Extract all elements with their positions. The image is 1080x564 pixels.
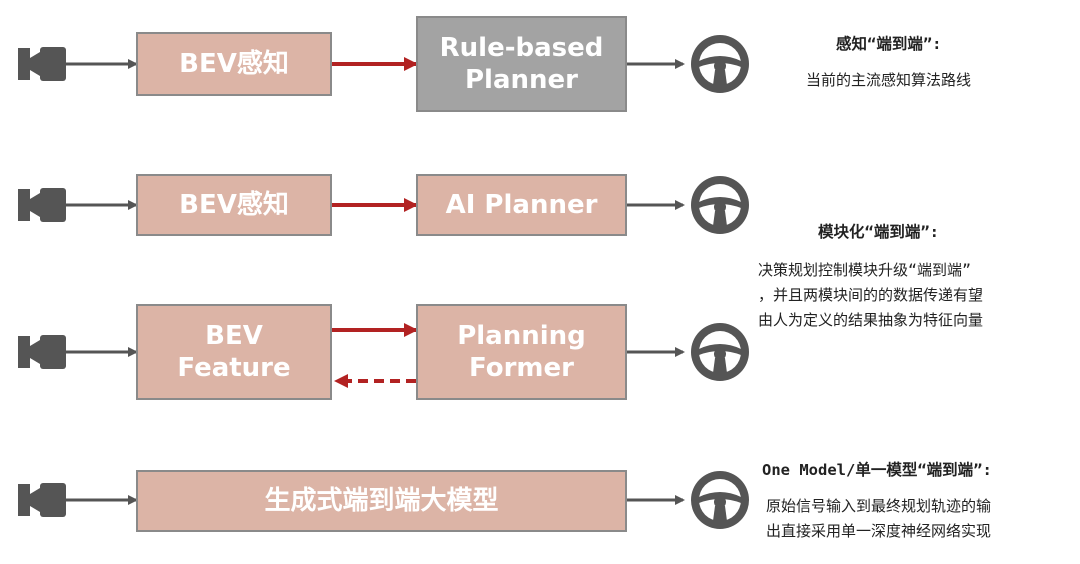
note-line: 出直接采用单一深度神经网络实现 (766, 522, 992, 540)
generative-e2e-model-box: 生成式端到端大模型 (136, 470, 627, 532)
note-line: ，并且两模块间的的数据传递有望 (758, 286, 984, 304)
bev-perception-box: BEV感知 (136, 32, 332, 96)
note-line: 原始信号输入到最终规划轨迹的输 (766, 497, 992, 515)
planning-former-box: Planning Former (416, 304, 627, 400)
note-perception-e2e: 感知“端到端”: (836, 32, 942, 57)
note-line: 决策规划控制模块升级“端到端” (758, 261, 972, 279)
camera-icon (18, 47, 66, 81)
ai-planner-box: AI Planner (416, 174, 627, 236)
steering-wheel-icon (691, 323, 749, 381)
steering-wheel-icon (691, 35, 749, 93)
note-one-model-e2e: One Model/单一模型“端到端”: (762, 458, 992, 483)
steering-wheel-icon (691, 471, 749, 529)
note-line: 当前的主流感知算法路线 (806, 71, 972, 89)
bev-feature-box: BEV Feature (136, 304, 332, 400)
bev-perception-box-2: BEV感知 (136, 174, 332, 236)
note-modular-e2e-body: 决策规划控制模块升级“端到端” ，并且两模块间的的数据传递有望 由人为定义的结果… (758, 258, 983, 333)
note-title: 模块化“端到端”: (818, 223, 939, 241)
camera-icon (18, 335, 66, 369)
note-line: 由人为定义的结果抽象为特征向量 (758, 311, 984, 329)
note-title: 感知“端到端”: (836, 35, 942, 53)
camera-icon (18, 483, 66, 517)
rule-based-planner-box: Rule-based Planner (416, 16, 627, 112)
note-title: One Model/单一模型“端到端”: (762, 461, 992, 479)
note-one-model-e2e-body: 原始信号输入到最终规划轨迹的输 出直接采用单一深度神经网络实现 (766, 494, 991, 544)
note-modular-e2e: 模块化“端到端”: (818, 220, 939, 245)
steering-wheel-icon (691, 176, 749, 234)
camera-icon (18, 188, 66, 222)
note-perception-e2e-body: 当前的主流感知算法路线 (806, 68, 971, 93)
